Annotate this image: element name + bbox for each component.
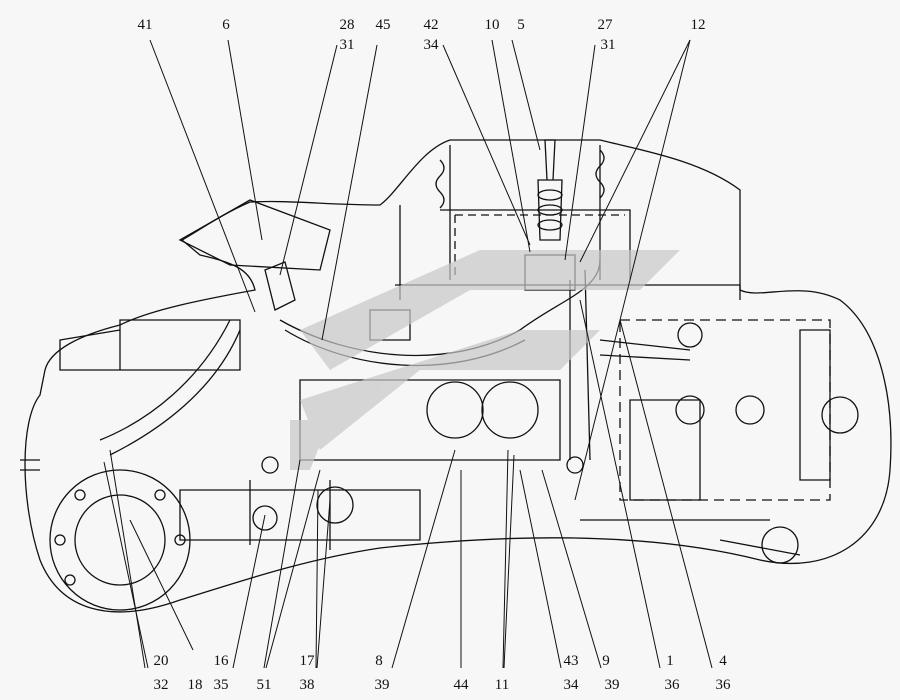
callout-38: 38 (299, 677, 315, 693)
callout-39: 39 (604, 677, 620, 693)
callout-18: 18 (187, 677, 203, 693)
callout-17: 17 (299, 653, 315, 669)
callout-11: 11 (494, 677, 510, 693)
callout-20: 20 (153, 653, 169, 669)
callout-16: 16 (213, 653, 229, 669)
callout-34: 34 (423, 37, 439, 53)
callout-36: 36 (664, 677, 680, 693)
callout-5: 5 (517, 17, 525, 33)
callout-1: 1 (666, 653, 674, 669)
watermark-logo (290, 250, 680, 470)
callout-43: 43 (563, 653, 579, 669)
callout-35: 35 (213, 677, 229, 693)
callout-10: 10 (484, 17, 500, 33)
leader-lines (103, 39, 713, 669)
callout-31: 31 (339, 37, 355, 53)
callout-8: 8 (375, 653, 383, 669)
callout-27: 27 (597, 17, 613, 33)
callout-51: 51 (256, 677, 272, 693)
callout-45: 45 (375, 17, 391, 33)
callout-31: 31 (600, 37, 616, 53)
callout-39: 39 (374, 677, 390, 693)
callout-41: 41 (137, 17, 153, 33)
machine-outline (24, 139, 892, 613)
callout-6: 6 (222, 17, 230, 33)
callout-34: 34 (563, 677, 579, 693)
callout-36: 36 (715, 677, 731, 693)
callout-32: 32 (153, 677, 169, 693)
callout-42: 42 (423, 17, 439, 33)
callout-28: 28 (339, 17, 355, 33)
callout-4: 4 (719, 653, 727, 669)
callout-12: 12 (690, 17, 706, 33)
callout-9: 9 (602, 653, 610, 669)
callout-44: 44 (453, 677, 469, 693)
